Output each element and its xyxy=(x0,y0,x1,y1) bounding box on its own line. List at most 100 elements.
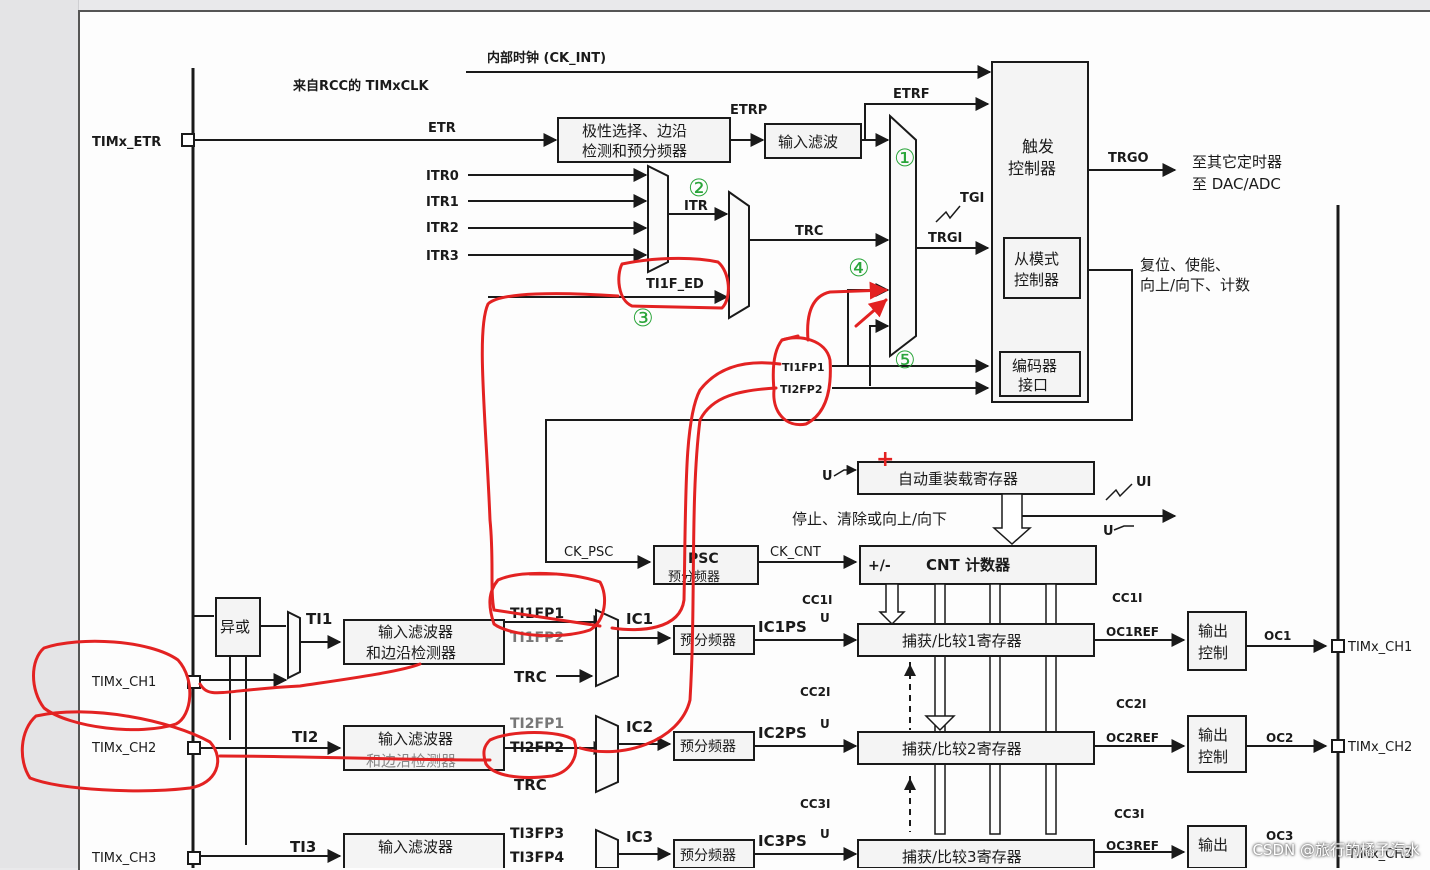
oc3-label: OC3 xyxy=(1266,829,1293,843)
polarity-line2: 检测和预分频器 xyxy=(582,142,687,160)
ch3-out-label: TIMx_CH3 xyxy=(1347,847,1412,862)
ch1-circle xyxy=(32,639,192,732)
ch1-filter-line1: 输入滤波器 xyxy=(378,623,453,641)
ch1-output-control xyxy=(1187,611,1247,671)
ic2-mux xyxy=(595,714,619,794)
encoder-line2: 接口 xyxy=(1018,376,1048,394)
u-label-cc3: U xyxy=(820,827,830,841)
trigger-mux xyxy=(889,113,917,359)
ic1-label: IC1 xyxy=(626,610,653,628)
itr2-label: ITR2 xyxy=(426,221,459,236)
trigger-controller xyxy=(991,61,1089,403)
ti2fp2-to-mux xyxy=(869,319,890,386)
ck-int-label: 内部时钟 (CK_INT) xyxy=(487,50,606,66)
ti3fp3-ch-label: TI3FP3 xyxy=(510,826,564,842)
ch2-output-control xyxy=(1187,715,1247,773)
oc2-label: OC2 xyxy=(1266,731,1293,745)
stop-clear-label: 停止、清除或向上/向下 xyxy=(792,510,947,528)
ch1-trace xyxy=(198,662,422,695)
trgo-label: TRGO xyxy=(1108,151,1149,166)
slave-controller xyxy=(1003,237,1081,299)
encoder-interface xyxy=(999,351,1081,397)
ch2-output-line1: 输出 xyxy=(1198,726,1228,744)
ti2fp1-ch-label: TI2FP1 xyxy=(510,716,564,732)
cnt-to-cc-arrows xyxy=(878,583,1057,835)
cc2-register xyxy=(857,731,1095,765)
ch2-filter-line1: 输入滤波器 xyxy=(378,730,453,748)
ck-psc-label: CK_PSC xyxy=(564,545,613,560)
etrf-line xyxy=(864,97,990,140)
cc3i-out-label: CC3I xyxy=(1114,807,1144,821)
ti2fp2-to-encoder-trace xyxy=(578,386,778,754)
slave-line2: 控制器 xyxy=(1014,271,1059,289)
xor-label: 异或 xyxy=(220,618,250,636)
ti1-label: TI1 xyxy=(306,610,332,628)
cnt-counter xyxy=(859,545,1097,585)
ic1ps-label: IC1PS xyxy=(758,618,807,636)
trc-mux xyxy=(728,190,750,320)
cc3i-label: CC3I xyxy=(800,797,830,811)
oc2ref-label: OC2REF xyxy=(1106,731,1159,745)
slave-line1: 从模式 xyxy=(1014,250,1059,268)
ch2-out-label: TIMx_CH2 xyxy=(1347,740,1412,755)
ch2-filter-line2: 和边沿检测器 xyxy=(366,752,456,770)
dashed-arrow-1 xyxy=(904,664,916,676)
to-mux-arrow-2 xyxy=(854,298,888,328)
ti1fp-mark xyxy=(780,334,800,342)
trigger-line1: 触发 xyxy=(1022,137,1054,156)
ic3-prescaler xyxy=(673,839,755,868)
ch2-circle xyxy=(20,710,220,793)
ck-cnt-label: CK_CNT xyxy=(770,545,821,560)
ti1fp1-label: TI1FP1 xyxy=(782,361,824,374)
u-label-cnt: U xyxy=(1103,524,1114,539)
ic3ps-label: IC3PS xyxy=(758,832,807,850)
etr-pin xyxy=(181,133,195,147)
ti1f-ed-circle xyxy=(617,256,730,310)
ch2-out-pin xyxy=(1331,739,1345,753)
cc3-register-label: 捕获/比较3寄存器 xyxy=(902,848,1022,866)
cc2i-out-label: CC2I xyxy=(1116,697,1146,711)
to-mux-arrow xyxy=(806,281,888,342)
marker-2: ② xyxy=(688,174,710,202)
itr-mux xyxy=(647,164,669,274)
ch1-out-pin xyxy=(1331,639,1345,653)
watermark: CSDN @旅行的橘子汽水 xyxy=(1252,841,1420,859)
cnt-pm-label: +/- xyxy=(868,558,891,574)
tgi-label: TGI xyxy=(960,191,984,206)
ti1-mux xyxy=(287,610,301,680)
ch2-output-line2: 控制 xyxy=(1198,748,1228,766)
etrp-label: ETRP xyxy=(730,103,767,118)
etr-input-filter-label: 输入滤波 xyxy=(778,133,838,151)
ic2-prescaler-label: 预分频器 xyxy=(680,739,736,755)
ch1-output-line1: 输出 xyxy=(1198,622,1228,640)
ic3-label: IC3 xyxy=(626,828,653,846)
ch1-out-label: TIMx_CH1 xyxy=(1347,640,1412,655)
cc1i-out-label: CC1I xyxy=(1112,591,1142,605)
ch3-output-control xyxy=(1187,825,1247,868)
red-annotations xyxy=(20,256,888,793)
ti1fp-circle xyxy=(771,336,832,427)
marker-1: ① xyxy=(894,144,916,172)
ch3-filter-line1: 输入滤波器 xyxy=(378,838,453,856)
rcc-label: 来自RCC的 TIMxCLK xyxy=(292,78,429,94)
cnt-label: CNT 计数器 xyxy=(926,556,1011,574)
etr-pin-label: TIMx_ETR xyxy=(92,135,161,150)
itr1-label: ITR1 xyxy=(426,195,459,210)
ti3-label: TI3 xyxy=(290,838,316,856)
itr0-label: ITR0 xyxy=(426,169,459,184)
ic2-label: IC2 xyxy=(626,718,653,736)
oc1-label: OC1 xyxy=(1264,629,1291,643)
cc2-register-label: 捕获/比较2寄存器 xyxy=(902,740,1022,758)
trgi-label: TRGI xyxy=(928,231,962,246)
ui-zigzag xyxy=(1105,483,1133,501)
trc-label: TRC xyxy=(795,224,823,239)
trc-ch1-label: TRC xyxy=(514,668,547,686)
ti1fp1-circle xyxy=(488,571,607,638)
u-label-cc1: U xyxy=(820,611,830,625)
psc-label: PSC xyxy=(688,551,719,567)
ch1-output-line2: 控制 xyxy=(1198,644,1228,662)
ti2fp2-label: TI2FP2 xyxy=(780,383,822,396)
reset-enable-line1: 复位、使能、 xyxy=(1140,256,1230,274)
etrf-label: ETRF xyxy=(893,87,930,102)
ch3-filter-edge xyxy=(343,833,505,868)
